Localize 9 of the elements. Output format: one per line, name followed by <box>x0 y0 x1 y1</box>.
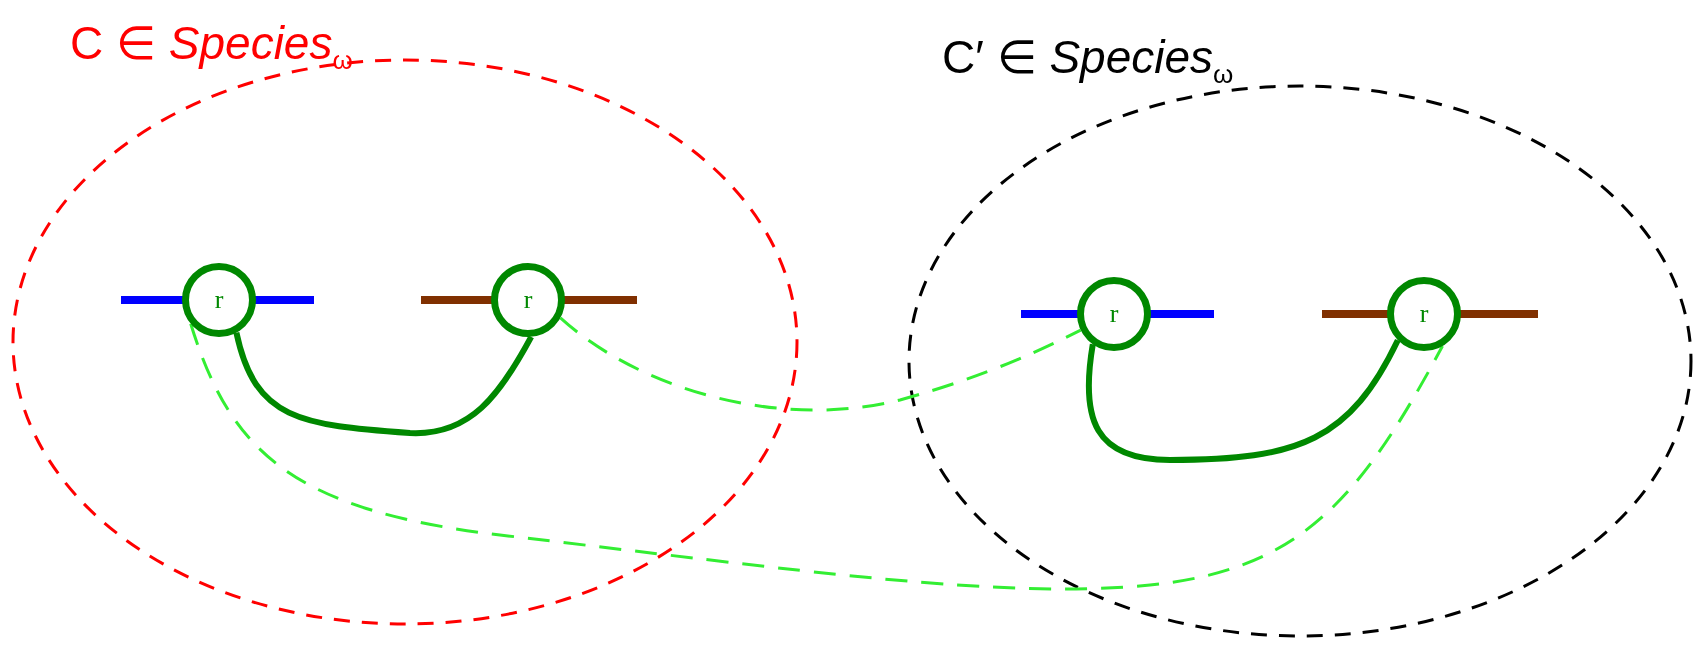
connector-line <box>233 331 534 436</box>
connector-line <box>1085 338 1401 463</box>
connector-line <box>189 323 1444 591</box>
circle-node: r <box>1387 277 1461 351</box>
connector-line <box>559 316 1082 412</box>
group-title: C′ ∈ Species$_{ω}$ <box>942 34 1234 88</box>
circle-node: r <box>491 263 565 337</box>
circle-node: r <box>182 263 256 337</box>
circle-node: r <box>1077 277 1151 351</box>
